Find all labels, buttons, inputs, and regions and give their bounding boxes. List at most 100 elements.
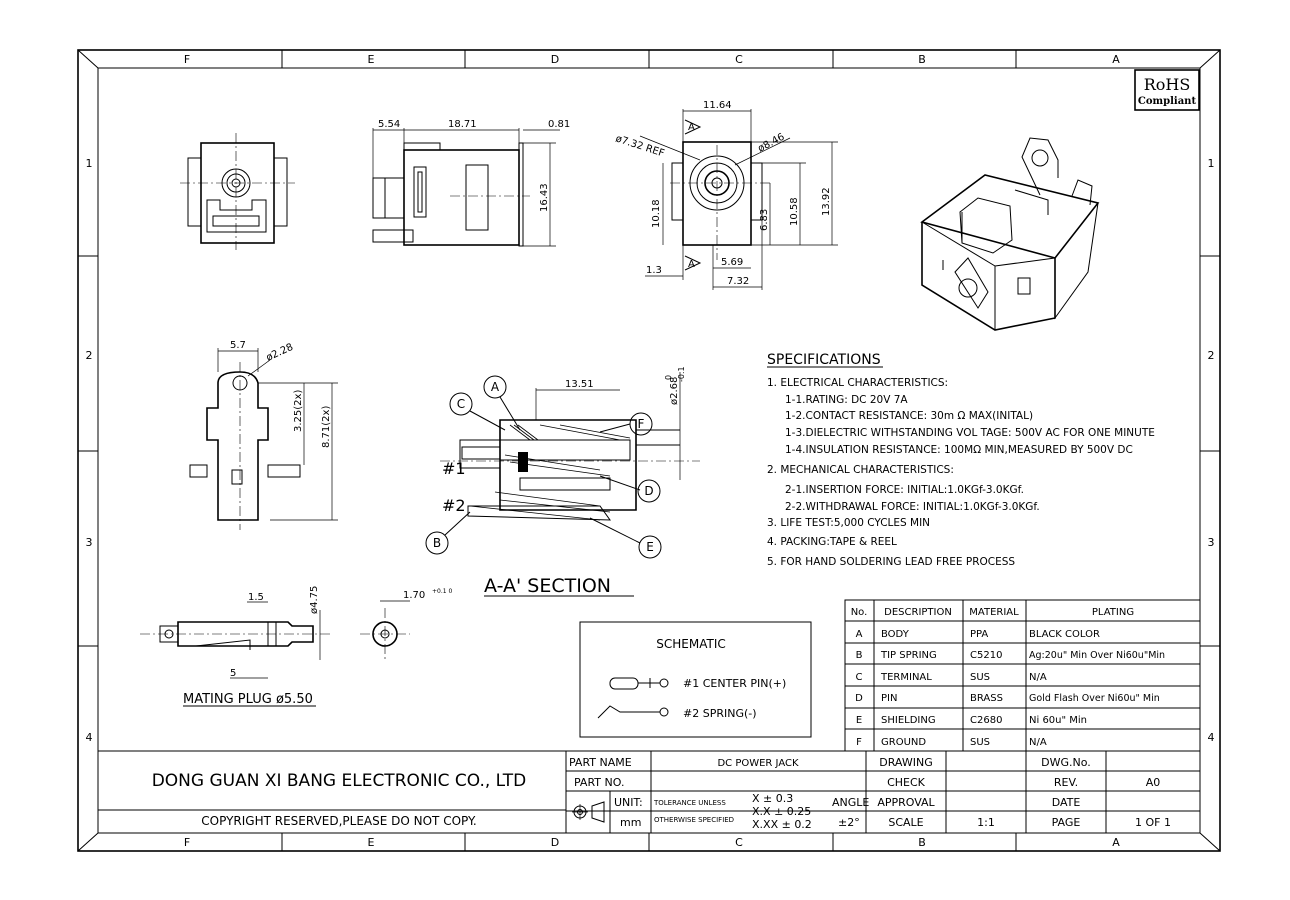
bom-cell: B xyxy=(856,650,863,661)
bom-header-no: No. xyxy=(851,607,868,618)
dim-plug-1-5: 1.5 xyxy=(248,592,264,603)
drawing-label: DRAWING xyxy=(879,756,932,769)
bom-cell: PPA xyxy=(970,629,988,640)
spec-line: 2-2.WITHDRAWAL FORCE: INITIAL:1.0KGf-3.0… xyxy=(785,501,1040,513)
angle-value: ±2° xyxy=(838,816,860,829)
dim-16-43: 16.43 xyxy=(539,183,550,212)
zone-label-top: E xyxy=(368,53,375,66)
bom-cell: BRASS xyxy=(970,693,1003,704)
mating-plug-label: MATING PLUG ø5.50 xyxy=(183,692,313,707)
bom-cell: N/A xyxy=(1029,672,1047,683)
zone-label-bottom: B xyxy=(918,836,926,849)
zone-label-bottom: C xyxy=(735,836,743,849)
schematic-pin2: #2 SPRING(-) xyxy=(683,707,757,720)
bom-cell: D xyxy=(855,693,863,704)
dim-2-28: ø2.28 xyxy=(265,342,295,364)
dim-2-68-tol-up: 0 xyxy=(664,375,673,380)
bom-cell: F xyxy=(856,737,862,748)
part-name-label: PART NAME xyxy=(569,756,632,769)
dim-5-69: 5.69 xyxy=(721,257,743,268)
zone-label-top: D xyxy=(551,53,559,66)
bom-header-description: DESCRIPTION xyxy=(884,607,952,618)
pin-view: 5.7 ø2.28 3.25(2x) 8.71(2x) xyxy=(189,340,338,530)
check-label: CHECK xyxy=(887,776,926,789)
zone-label-bottom: F xyxy=(184,836,190,849)
spec-line: 1-1.RATING: DC 20V 7A xyxy=(785,394,908,406)
dim-11-64: 11.64 xyxy=(703,100,732,111)
callout-e: E xyxy=(646,540,654,554)
bom-header-material: MATERIAL xyxy=(969,607,1019,618)
spec-line: 1-4.INSULATION RESISTANCE: 100MΩ MIN,MEA… xyxy=(785,444,1133,456)
zone-label-top: B xyxy=(918,53,926,66)
dim-10-58: 10.58 xyxy=(789,197,800,226)
schematic-pin1: #1 CENTER PIN(+) xyxy=(683,677,786,690)
rohs-stamp: RoHS Compliant xyxy=(1134,69,1200,111)
zone-label-bottom: E xyxy=(368,836,375,849)
bom-cell: GROUND xyxy=(881,737,926,748)
dim-plug-4-75: ø4.75 xyxy=(309,586,320,614)
dim-2-68-tol-down: -0.1 xyxy=(677,366,686,382)
spec-line: 1-2.CONTACT RESISTANCE: 30m Ω MAX(INITAL… xyxy=(785,410,1033,422)
bom-table: No. DESCRIPTION MATERIAL PLATING A BODY … xyxy=(844,599,1201,752)
bom-cell: C5210 xyxy=(970,650,1002,661)
bom-cell: E xyxy=(856,715,862,726)
pin2-label: #2 xyxy=(442,496,466,515)
tolerance-label-2: OTHERWISE SPECIFIED xyxy=(654,816,734,824)
section-marker-a-bottom: A xyxy=(688,259,695,270)
bom-cell: A xyxy=(856,629,863,640)
dim-7-32: 7.32 xyxy=(727,276,749,287)
tolerance-xx: X.X ± 0.25 xyxy=(752,805,811,818)
approval-label: APPROVAL xyxy=(877,796,935,809)
bom-cell: N/A xyxy=(1029,737,1047,748)
tolerance-label-1: TOLERANCE UNLESS xyxy=(653,799,726,807)
company-name: DONG GUAN XI BANG ELECTRONIC CO., LTD xyxy=(152,771,527,791)
callout-b: B xyxy=(433,536,441,550)
part-no-label: PART NO. xyxy=(574,776,624,789)
tolerance-xxx: X.XX ± 0.2 xyxy=(752,818,812,831)
dim-6-83: 6.83 xyxy=(759,209,770,231)
section-marker-a-top: A xyxy=(688,122,695,133)
dim-0-81: 0.81 xyxy=(548,119,570,130)
dim-10-18: 10.18 xyxy=(651,199,662,228)
isometric-view xyxy=(920,137,1100,331)
spec-line: 3. LIFE TEST:5,000 CYCLES MIN xyxy=(767,517,930,529)
bom-cell: SUS xyxy=(970,737,990,748)
dim-8-71: 8.71(2x) xyxy=(321,406,332,448)
bom-cell: Ni 60u" Min xyxy=(1029,715,1087,726)
dim-8-46: ø8.46 xyxy=(756,132,786,155)
side-view: 5.54 18.71 0.81 16.43 xyxy=(372,119,570,247)
bom-cell: TIP SPRING xyxy=(880,650,937,661)
dim-3-25: 3.25(2x) xyxy=(293,390,304,432)
dim-13-92: 13.92 xyxy=(821,187,832,216)
zone-label-top: C xyxy=(735,53,743,66)
bom-cell: SUS xyxy=(970,672,990,683)
bom-cell: BODY xyxy=(881,629,910,640)
zone-label-bottom: D xyxy=(551,836,559,849)
spec-line: 4. PACKING:TAPE & REEL xyxy=(767,536,897,548)
callout-d: D xyxy=(644,484,653,498)
zone-label-right: 2 xyxy=(1208,349,1215,362)
third-angle-projection-icon xyxy=(572,801,605,823)
scale-label: SCALE xyxy=(888,816,923,829)
bom-cell: SHIELDING xyxy=(881,715,936,726)
dim-plug-1-70: 1.70 xyxy=(403,590,425,601)
rev-label: REV. xyxy=(1054,776,1078,789)
scale-value: 1:1 xyxy=(977,816,995,829)
tolerance-x: X ± 0.3 xyxy=(752,792,793,805)
angle-label: ANGLE xyxy=(832,796,869,809)
pin1-label: #1 xyxy=(442,459,466,478)
part-name-value: DC POWER JACK xyxy=(717,758,799,769)
dim-7-32-ref: ø7.32 REF xyxy=(614,133,666,159)
title-block: DONG GUAN XI BANG ELECTRONIC CO., LTD CO… xyxy=(98,750,1200,833)
bom-cell: TERMINAL xyxy=(880,672,932,683)
zone-label-right: 1 xyxy=(1208,157,1215,170)
page-value: 1 OF 1 xyxy=(1135,816,1171,829)
schematic-title: SCHEMATIC xyxy=(656,637,725,651)
front-view xyxy=(180,133,295,250)
zone-label-left: 2 xyxy=(86,349,93,362)
mating-plug-view: 1.5 ø4.75 5 MATING PLUG ø5.50 1.70 +0.1 … xyxy=(140,586,452,707)
dim-13-51: 13.51 xyxy=(565,379,594,390)
page-label: PAGE xyxy=(1052,816,1081,829)
unit-value: mm xyxy=(620,816,641,829)
